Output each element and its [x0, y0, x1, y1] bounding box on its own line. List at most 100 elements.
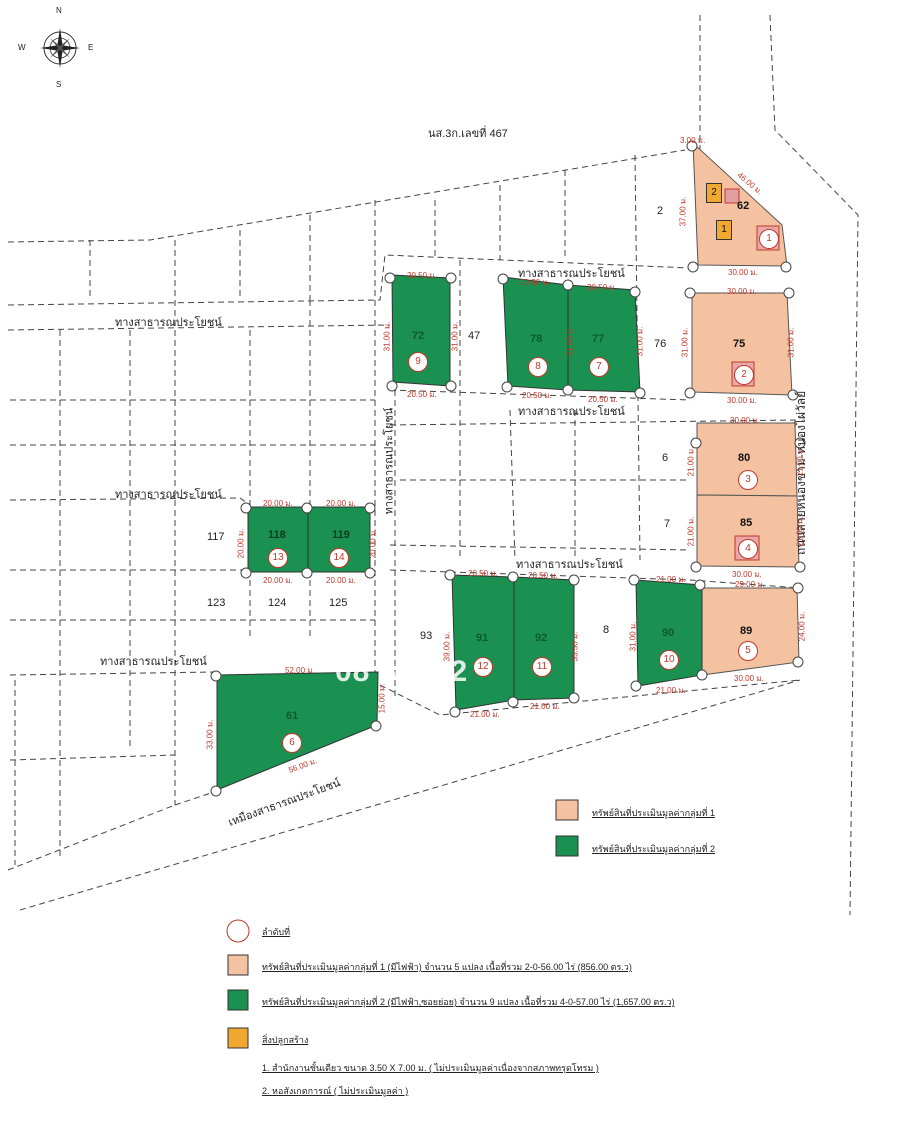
sequence-marker[interactable]: 13 [268, 548, 288, 568]
lot-number: 61 [286, 710, 299, 722]
legend-building-2: 2. หอสังเกตการณ์ ( ไม่ประเมินมูลค่า ) [262, 1086, 409, 1096]
boundary-lines [7, 14, 859, 916]
parcel-number: 125 [329, 597, 348, 609]
sequence-marker[interactable]: 2 [734, 365, 754, 385]
dimension-label: 20.00 ม. [326, 499, 356, 508]
sequence-marker[interactable]: 6 [282, 733, 302, 753]
sequence-marker[interactable]: 7 [589, 357, 609, 377]
dimension-label: 33.00 ม. [205, 719, 215, 750]
building-marker[interactable]: 1 [716, 220, 732, 240]
dimension-label: 31.00 ม. [382, 321, 392, 352]
dimension-label: 30.00 ม. [730, 416, 760, 425]
sequence-marker[interactable]: 10 [659, 650, 679, 670]
corner-markers [210, 140, 806, 797]
building-marker[interactable]: 2 [706, 183, 722, 203]
parcel-number: 7 [664, 518, 671, 530]
dimension-label: 21.00 ม. [686, 446, 696, 477]
lot-number: 91 [476, 632, 489, 644]
lot-number: 90 [662, 627, 675, 639]
dimension-label: 33.50 ม. [570, 631, 580, 662]
compass-e: E [88, 43, 94, 52]
dimension-label: 30.00 ม. [734, 674, 764, 683]
dimension-label: 21.00 ม. [656, 575, 686, 584]
legend-group1-symbol [227, 954, 249, 976]
lot-number: 119 [332, 529, 350, 541]
legend-building-1: 1. สำนักงานชั้นเดียว ขนาด 3.50 X 7.00 ม.… [262, 1063, 599, 1073]
dimension-label: 20.50 ม. [587, 283, 617, 292]
sequence-marker[interactable]: 4 [738, 539, 758, 559]
sequence-marker[interactable]: 9 [408, 352, 428, 372]
dimension-label: 20.50 ม. [520, 278, 550, 287]
legend-seq-text: ลำดับที่ [262, 927, 291, 937]
lot-number: 72 [412, 330, 425, 342]
dimension-label: 21.00 ม. [470, 710, 500, 719]
legend-swatch-group1 [555, 799, 579, 821]
sequence-marker[interactable]: 8 [528, 357, 548, 377]
road-label: ทางสาธารณประโยชน์ [518, 406, 625, 418]
dimension-label: 21.00 ม. [686, 516, 696, 547]
dimension-label: 15.00 ม. [377, 683, 387, 714]
legend-group1-text: ทรัพย์สินที่ประเมินมูลค่ากลุ่มที่ 1 [592, 808, 715, 818]
sequence-marker[interactable]: 12 [473, 657, 493, 677]
dimension-label: 37.00 ม. [678, 196, 688, 227]
dimension-label: 30.00 ม. [727, 287, 757, 296]
sequence-marker[interactable]: 1 [759, 229, 779, 249]
legend-g2-desc: ทรัพย์สินที่ประเมินมูลค่ากลุ่มที่ 2 (มีไ… [262, 997, 675, 1007]
dimension-label: 31.00 ม. [786, 327, 796, 358]
dimension-label: 24.00 ม. [797, 611, 807, 642]
lot-number: 80 [738, 452, 751, 464]
group2-parcels [216, 274, 703, 791]
compass-s: S [56, 80, 62, 89]
watermark-text: 08 65552 [335, 655, 469, 688]
parcel-number: 124 [268, 597, 287, 609]
parcel-number: 76 [654, 338, 667, 350]
legend-swatch-group2 [555, 835, 579, 857]
lot-number: 92 [535, 632, 548, 644]
parcel-number: 8 [603, 624, 610, 636]
hatch-mark [724, 188, 740, 204]
dimension-label: 20.50 ม. [407, 271, 437, 280]
lot-number: 118 [268, 529, 286, 541]
dimension-label: 20.50 ม. [468, 569, 498, 578]
compass-n: N [56, 6, 62, 15]
dimension-label: 39.00 ม. [442, 631, 452, 662]
dimension-label: 30.00 ม. [728, 268, 758, 277]
parcel-number: 47 [468, 330, 481, 342]
dimension-label: 20.50 ม. [528, 571, 558, 580]
deed-label: นส.3ก.เลขที่ 467 [428, 128, 508, 140]
lot-number: 78 [530, 333, 543, 345]
legend-building-symbol [227, 1027, 249, 1049]
lot-number: 77 [592, 333, 605, 345]
sequence-marker[interactable]: 5 [738, 641, 758, 661]
dimension-label: 31.00 ม. [635, 326, 645, 357]
dimension-label: 20.50 ม. [588, 395, 618, 404]
parcel-number: 93 [420, 630, 433, 642]
dimension-label: 20.00 ม. [236, 528, 246, 559]
parcel-number: 2 [657, 205, 664, 217]
group1-parcels [691, 141, 800, 676]
dimension-label: 20.00 ม. [368, 528, 378, 559]
dimension-label: 31.00 ม. [565, 326, 575, 357]
dimension-label: 52.00 ม. [285, 666, 315, 675]
sequence-marker[interactable]: 3 [738, 470, 758, 490]
sequence-marker[interactable]: 14 [329, 548, 349, 568]
parcel-number: 123 [207, 597, 226, 609]
sequence-marker[interactable]: 11 [532, 657, 552, 677]
parcel-number: 117 [207, 531, 225, 543]
dimension-label: 20.00 ม. [263, 576, 293, 585]
compass-rose-icon [40, 28, 80, 68]
dimension-label: 29.00 ม. [735, 580, 765, 589]
parcel-number: 6 [662, 452, 669, 464]
dimension-label: 20.00 ม. [326, 576, 356, 585]
dimension-label: 31.00 ม. [628, 621, 638, 652]
dimension-label: 20.00 ม. [263, 499, 293, 508]
legend-group2-text: ทรัพย์สินที่ประเมินมูลค่ากลุ่มที่ 2 [592, 844, 715, 854]
road-label: ทางสาธารณประโยชน์ [115, 489, 222, 501]
lot-number: 62 [737, 200, 750, 212]
road-label: ทางสาธารณประโยชน์ [100, 656, 207, 668]
legend-group2-symbol [227, 989, 249, 1011]
dimension-label: 21.00 ม. [795, 446, 805, 477]
legend-building-text: สิ่งปลูกสร้าง [262, 1035, 309, 1045]
dimension-label: 3.00 ม. [680, 136, 706, 145]
